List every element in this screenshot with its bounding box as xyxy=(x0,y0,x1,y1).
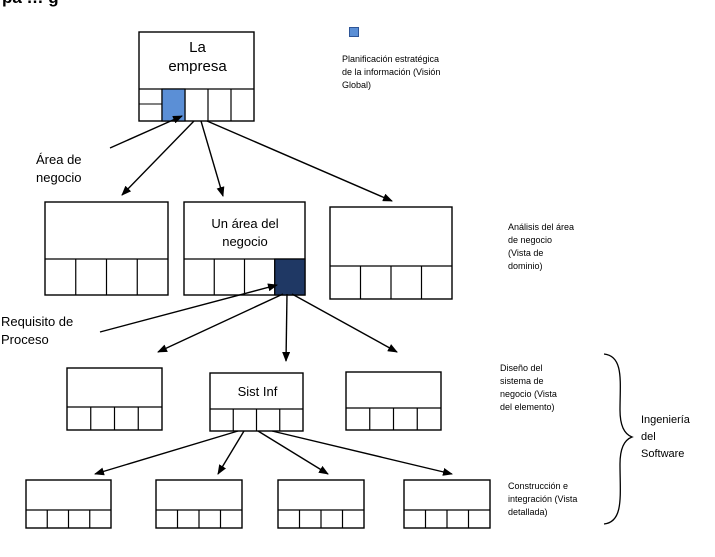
level2-box-area xyxy=(183,201,306,296)
arrow-to-detail-2 xyxy=(217,430,245,475)
top-box-empresa-frame xyxy=(138,31,255,122)
arrow-to-area xyxy=(200,120,225,197)
level3-box-left xyxy=(66,367,163,431)
arrow-to-detail-4 xyxy=(271,430,453,476)
arrow-requisito-pointer xyxy=(99,283,278,333)
area-negocio-label: Área de negocio xyxy=(36,152,82,185)
arrow-area-negocio-pointer xyxy=(109,115,183,149)
legend-text: Planificación estratégica de la informac… xyxy=(342,54,441,90)
level2-box-area-highlight-cell xyxy=(274,258,306,296)
level3-box-sistinf xyxy=(209,372,304,432)
page-title: pa … g xyxy=(2,0,59,8)
arrow-to-right-system xyxy=(291,293,398,353)
level-construction-label: Construcción e integración (Vista detall… xyxy=(508,481,578,517)
arrow-to-left-system xyxy=(157,293,284,353)
arrow-to-left-area xyxy=(121,120,195,196)
level2-box-right xyxy=(329,206,453,300)
requisito-proceso-label: Requisito de Proceso xyxy=(1,314,74,347)
level-design-label: Diseño del sistema de negocio (Vista del… xyxy=(500,363,557,412)
top-box-label: La empresa xyxy=(168,39,227,75)
arrow-to-right-area xyxy=(206,120,393,202)
arrow-to-sistinf xyxy=(282,293,291,362)
level4-box-3 xyxy=(277,479,365,529)
level2-box-left xyxy=(44,201,169,296)
level4-box-1 xyxy=(25,479,112,529)
system-box-label: Sist Inf xyxy=(237,384,278,399)
level4-box-2 xyxy=(155,479,243,529)
level3-box-right xyxy=(345,371,442,431)
legend-swatch xyxy=(349,27,359,37)
curly-bracket xyxy=(603,353,634,525)
area-box-label: Un área del negocio xyxy=(211,216,279,249)
arrow-to-detail-1 xyxy=(94,430,239,476)
level4-box-4 xyxy=(403,479,491,529)
level-analysis-label: Análisis del área de negocio (Vista de d… xyxy=(508,222,575,271)
arrow-to-detail-3 xyxy=(257,430,329,475)
bracket-label: Ingeniería del Software xyxy=(641,414,690,460)
